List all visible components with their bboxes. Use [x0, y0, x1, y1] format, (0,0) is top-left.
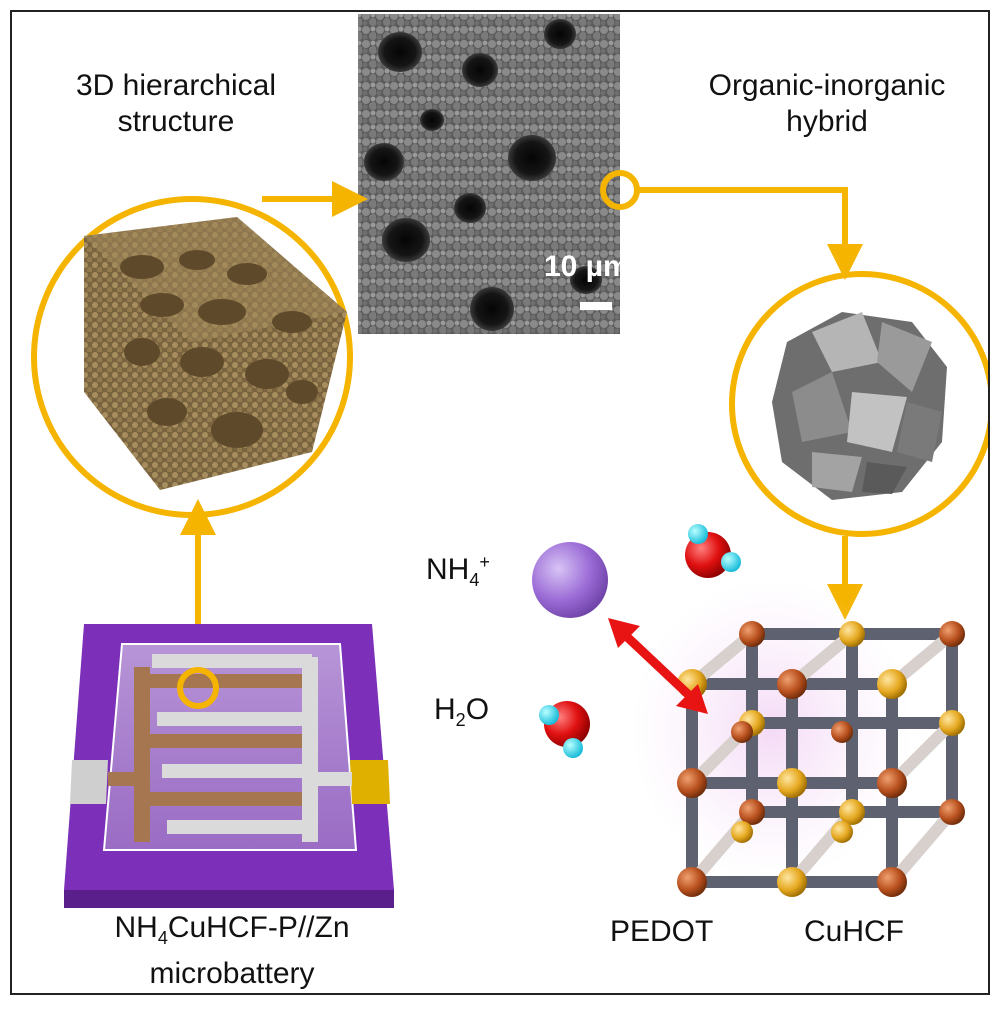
battery-subscript: 4	[157, 928, 168, 948]
label-hybrid-line1: Organic-inorganic	[708, 69, 946, 102]
cuhcf-lattice	[677, 621, 965, 897]
faceted-particle	[772, 312, 947, 500]
porous-block	[84, 217, 347, 490]
water-molecule-top	[685, 524, 741, 578]
diagram-canvas	[31, 14, 988, 908]
battery-line2: microbattery	[149, 957, 315, 990]
hierarchical-structure-circle	[31, 196, 353, 518]
ion-exchange-arrow	[608, 618, 708, 714]
battery-a: NH	[114, 911, 158, 944]
scale-bar	[580, 302, 612, 310]
ion-main: NH	[426, 553, 470, 586]
hybrid-particle-circle	[729, 271, 988, 537]
water-subscript: 2	[455, 710, 466, 730]
ammonium-ion	[532, 542, 608, 618]
pedot-glow	[632, 580, 912, 880]
scale-bar-label: 10 µm	[544, 250, 630, 283]
sem-zoom-marker	[600, 170, 640, 210]
label-hierarchical-line1: 3D hierarchical	[75, 69, 277, 102]
electrode-brown	[108, 667, 314, 842]
label-hierarchical-line2: structure	[117, 105, 235, 138]
lattice-atoms	[677, 621, 965, 897]
label-cuhcf: CuHCF	[804, 915, 905, 948]
water-h: H	[434, 693, 456, 726]
label-pedot: PEDOT	[610, 915, 714, 948]
figure-frame: 3D hierarchical structure Organic-inorga…	[10, 10, 990, 995]
sem-pores	[364, 19, 602, 331]
label-water: H2O	[434, 692, 489, 738]
device-zoom-marker	[177, 667, 219, 709]
ion-subscript: 4	[469, 570, 480, 590]
water-o: O	[465, 693, 490, 726]
sem-image	[358, 14, 620, 334]
electrode-silver	[152, 654, 352, 842]
battery-b: CuHCF-P//Zn	[167, 911, 350, 944]
water-molecule-bottom	[539, 701, 590, 758]
label-ammonium-ion: NH4+	[426, 544, 490, 598]
microbattery-device	[64, 624, 394, 908]
label-hybrid-line2: hybrid	[786, 105, 868, 138]
arrow-to-particle	[638, 187, 863, 280]
label-microbattery: NH4CuHCF-P//Zn microbattery	[42, 910, 422, 992]
label-organic-inorganic-hybrid: Organic-inorganic hybrid	[662, 68, 988, 140]
ion-superscript: +	[479, 552, 490, 572]
label-hierarchical-structure: 3D hierarchical structure	[26, 68, 326, 140]
